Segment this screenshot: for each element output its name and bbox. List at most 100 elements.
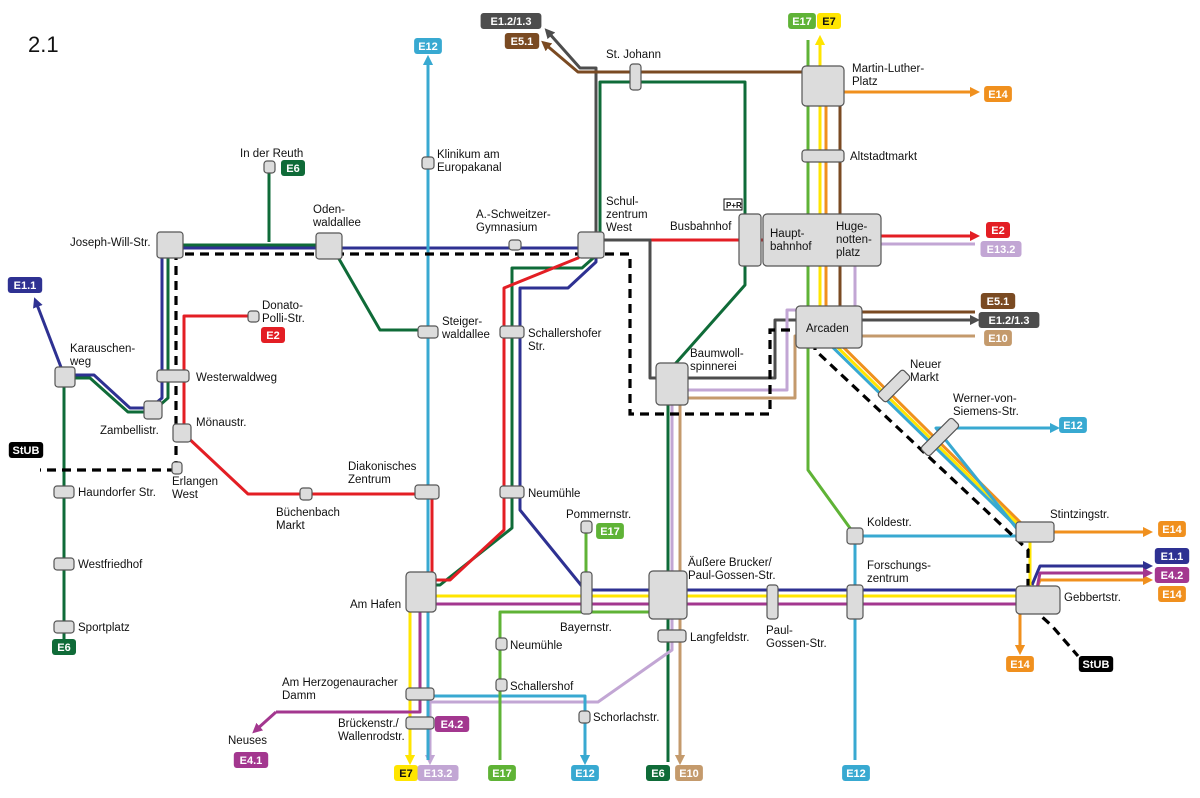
station-label-line: Paul-Gossen-Str. — [688, 570, 776, 582]
badge-background — [1154, 548, 1190, 564]
badge-bottom-e6: E6 — [52, 639, 76, 655]
station-erlangen-west — [171, 461, 183, 475]
badge-label: E13.2 — [424, 768, 453, 780]
station-bayernstr — [580, 571, 593, 615]
badge-right-e12-13: E1.2/1.3 — [978, 312, 1040, 328]
station-moenaustr — [172, 423, 192, 443]
badge-label: E12 — [1063, 420, 1083, 432]
label-sportplatz: Sportplatz — [78, 622, 130, 634]
station-sportplatz — [53, 620, 75, 634]
badge-label: E12 — [418, 41, 438, 53]
station-schweitzer — [508, 239, 522, 251]
badge-pommern-e17: E17 — [596, 523, 624, 539]
park-and-ride-sign — [723, 198, 743, 211]
badge-bottom-e12: E12 — [571, 765, 599, 781]
station-label-line: Am Herzogenauracher — [282, 677, 398, 689]
badge-background — [980, 293, 1016, 309]
label-hauptbahnhof: Haupt-bahnhof — [770, 228, 812, 253]
badge-right-e51: E5.1 — [980, 293, 1016, 309]
station-label-line: Äußere Brucker/ — [688, 557, 773, 569]
label-werner-von-siemens: Werner-von-Siemens-Str. — [953, 393, 1019, 418]
route-e51 — [541, 40, 975, 314]
route-e14-diag — [824, 92, 1154, 538]
label-schorlachstr: Schorlachstr. — [593, 712, 659, 724]
station-label-line: Martin-Luther- — [852, 63, 924, 75]
label-gebbertstr: Gebbertstr. — [1064, 592, 1121, 604]
badge-label: E14 — [1010, 659, 1030, 671]
badge-background — [434, 716, 470, 732]
label-bayernstr: Bayernstr. — [560, 622, 612, 634]
badge-background — [788, 13, 816, 29]
badge-label: E17 — [792, 16, 812, 28]
station-langfeldstr — [657, 629, 687, 643]
badge-right-e2: E2 — [986, 222, 1010, 238]
station-label-line: West — [172, 489, 199, 501]
badge-label: E7 — [822, 16, 835, 28]
station-diakonisches-zentrum — [414, 484, 440, 500]
station-martin-luther-platz — [801, 65, 845, 107]
label-am-hafen: Am Hafen — [350, 599, 401, 611]
badge-background — [414, 38, 442, 54]
badge-background — [7, 277, 43, 293]
badge-background — [488, 765, 516, 781]
badge-background — [675, 765, 703, 781]
station-label-line: Erlangen — [172, 476, 218, 488]
badge-right-e14b: E14 — [1158, 521, 1186, 537]
badge-bottom-e132: E13.2 — [417, 765, 459, 781]
badge-background — [986, 222, 1010, 238]
station-label-line: Mönaustr. — [196, 417, 247, 429]
station-label-line: Schallershof — [510, 681, 574, 693]
label-haundorfer-str: Haundorfer Str. — [78, 487, 156, 499]
badge-background — [984, 86, 1012, 102]
badge-right-e14: E14 — [984, 86, 1012, 102]
badge-bottom-e7: E7 — [394, 765, 418, 781]
station-labels: St. Johann Martin-Luther-Platz Altstadtm… — [69, 49, 1121, 747]
badge-label: E7 — [399, 768, 412, 780]
label-hugenottenplatz: Huge-notten-platz — [836, 221, 872, 259]
route-e17-bottom — [498, 606, 666, 760]
badge-background — [504, 33, 540, 49]
route-e6 — [62, 80, 747, 762]
station-label-line: Siemens-Str. — [953, 406, 1019, 418]
route-e41-tail — [252, 710, 278, 734]
badge-label: StUB — [1083, 659, 1110, 671]
station-label-line: Arcaden — [806, 323, 849, 335]
label-odenwaldallee: Oden-waldallee — [312, 204, 361, 229]
label-donato-polli: Donato-Polli-Str. — [262, 300, 305, 325]
station-label-line: Altstadtmarkt — [850, 151, 918, 163]
badge-label: E14 — [1162, 524, 1182, 536]
badge-label: E2 — [991, 225, 1004, 237]
station-label-line: Klinikum am — [437, 149, 500, 161]
badge-background — [842, 765, 870, 781]
badge-label: E1.1 — [14, 280, 37, 292]
station-odenwaldallee — [315, 232, 343, 260]
badge-right-e10: E10 — [984, 330, 1012, 346]
badge-background — [646, 765, 670, 781]
label-westfriedhof: Westfriedhof — [78, 559, 143, 571]
park-and-ride-text: P+R — [726, 201, 742, 210]
route-e7 — [404, 594, 1030, 766]
label-moenaustr: Mönaustr. — [196, 417, 247, 429]
label-martin-luther-platz: Martin-Luther-Platz — [852, 63, 924, 88]
label-westerwaldweg: Westerwaldweg — [196, 372, 277, 384]
badge-label: E14 — [1162, 589, 1182, 601]
station-steigerwaldallee — [417, 325, 439, 339]
station-label-line: West — [606, 222, 633, 234]
station-label-line: Westfriedhof — [78, 559, 143, 571]
label-koldestr: Koldestr. — [867, 517, 912, 529]
label-forschungszentrum: Forschungs-zentrum — [867, 560, 931, 585]
badge-label: E10 — [988, 333, 1008, 345]
stations: P+R — [53, 63, 1061, 730]
label-neumuehle-south: Neumühle — [510, 640, 562, 652]
station-label-line: Zentrum — [348, 474, 391, 486]
station-schallershofer-str — [499, 325, 525, 339]
station-in-der-reuth — [263, 160, 276, 174]
badge-top-e7: E7 — [817, 13, 841, 29]
badge-background — [1154, 567, 1190, 583]
station-brueckenstr — [405, 716, 435, 730]
badge-top-e17: E17 — [788, 13, 816, 29]
badge-background — [1059, 417, 1087, 433]
